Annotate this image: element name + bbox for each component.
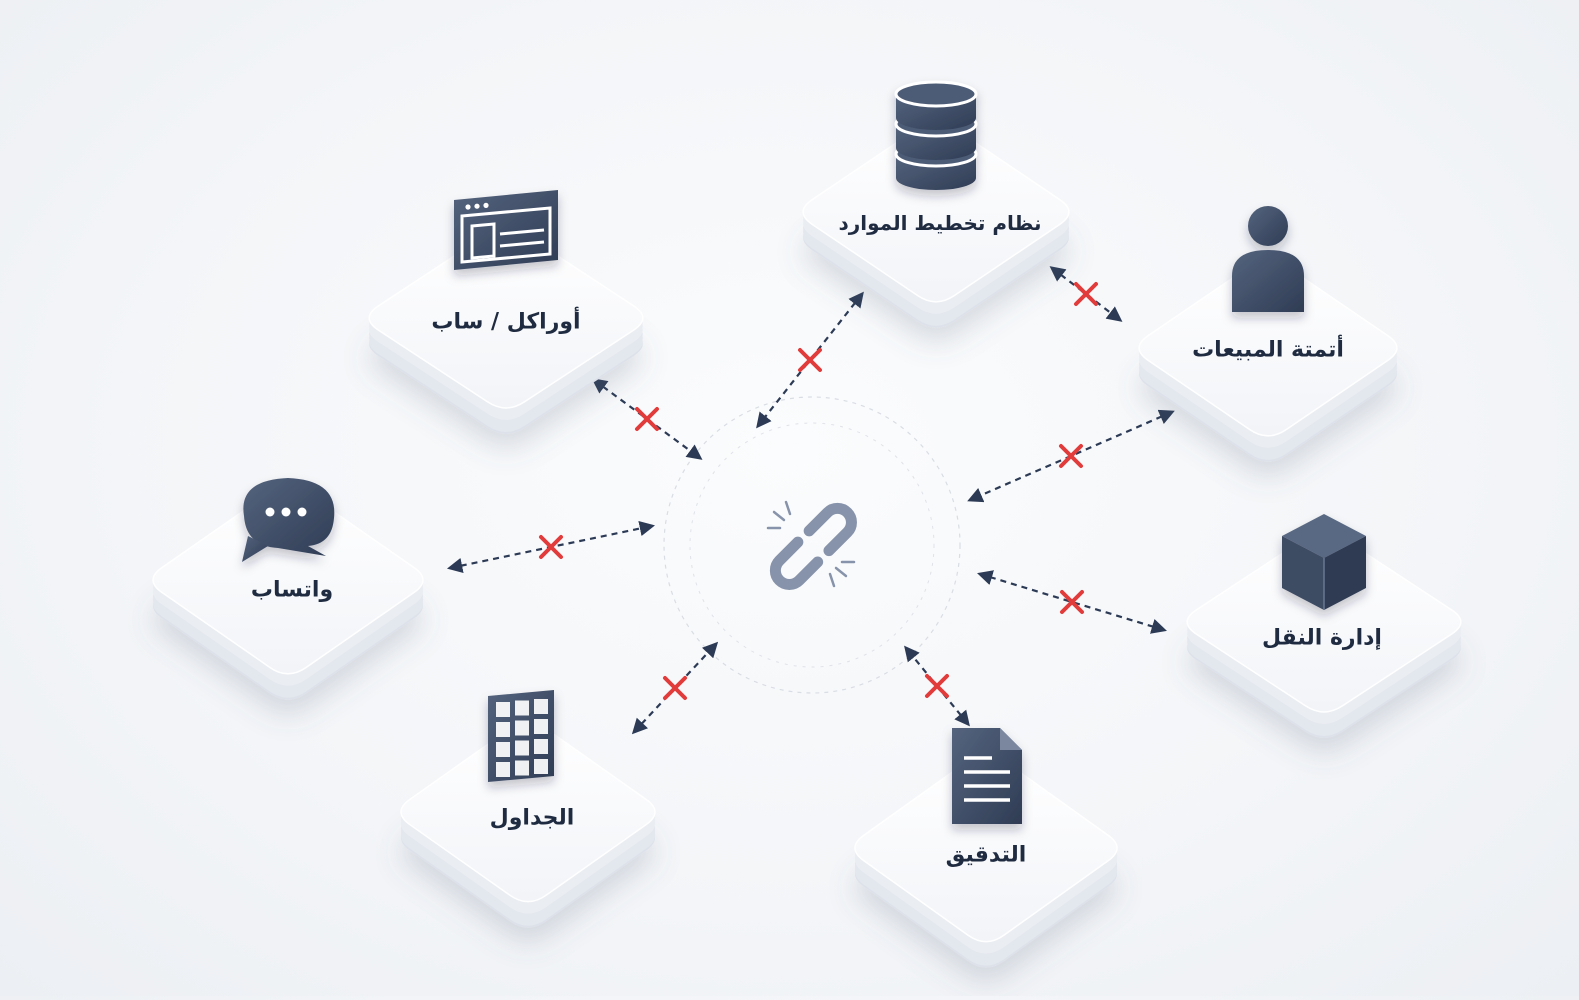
connection-audit-hub: [904, 645, 970, 727]
broken-connection-cross-icon: [1074, 282, 1098, 306]
connection-oracle-sap-hub: [591, 378, 703, 460]
tile-label-transport: إدارة النقل: [1262, 625, 1382, 651]
broken-connection-cross-icon: [798, 348, 822, 372]
spark-lines: [766, 500, 856, 588]
broken-link-icon: [769, 502, 857, 590]
broken-connection-cross-icon: [539, 535, 563, 559]
tile-oracle-sap[interactable]: [368, 190, 644, 434]
tile-spreadsheets[interactable]: [400, 690, 656, 928]
tile-whatsapp[interactable]: [152, 478, 424, 700]
hub: [663, 396, 961, 694]
document-icon: [952, 728, 1022, 824]
connections-layer: [446, 266, 1175, 735]
tile-label-spreadsheets: الجداول: [489, 805, 575, 831]
connection-transport-hub: [977, 570, 1167, 634]
browser-window-icon: [454, 190, 558, 270]
tile-label-whatsapp: واتساب: [250, 577, 334, 603]
connection-erp-hub: [756, 291, 864, 429]
user-icon: [1232, 206, 1304, 312]
tile-erp[interactable]: [802, 80, 1070, 328]
tiles-layer: [152, 80, 1462, 968]
chat-bubble-icon: [242, 478, 335, 562]
broken-connection-cross-icon: [635, 407, 659, 431]
hub-inner-ring: [689, 422, 935, 668]
tile-audit[interactable]: [854, 728, 1118, 968]
connection-erp-sales: [1049, 266, 1123, 322]
tile-sales[interactable]: [1138, 206, 1398, 462]
broken-connection-cross-icon: [925, 674, 949, 698]
tile-label-oracle-sap: أوراكل / ساب: [431, 309, 581, 335]
connection-spreadsheets-hub: [631, 641, 719, 735]
connection-sales-hub: [967, 409, 1175, 503]
hub-outer-ring: [663, 396, 961, 694]
tile-transport[interactable]: [1186, 514, 1462, 738]
package-box-icon: [1282, 514, 1366, 610]
connection-whatsapp-hub: [446, 520, 656, 574]
database-icon: [894, 80, 978, 190]
broken-connection-cross-icon: [1059, 444, 1083, 468]
tile-label-audit: التدقيق: [945, 842, 1027, 868]
tile-label-erp: نظام تخطيط الموارد: [838, 211, 1042, 235]
tile-label-sales: أتمتة المبيعات: [1192, 337, 1344, 363]
spreadsheet-grid-icon: [488, 690, 554, 782]
broken-connection-cross-icon: [663, 676, 687, 700]
broken-connection-cross-icon: [1060, 590, 1084, 614]
